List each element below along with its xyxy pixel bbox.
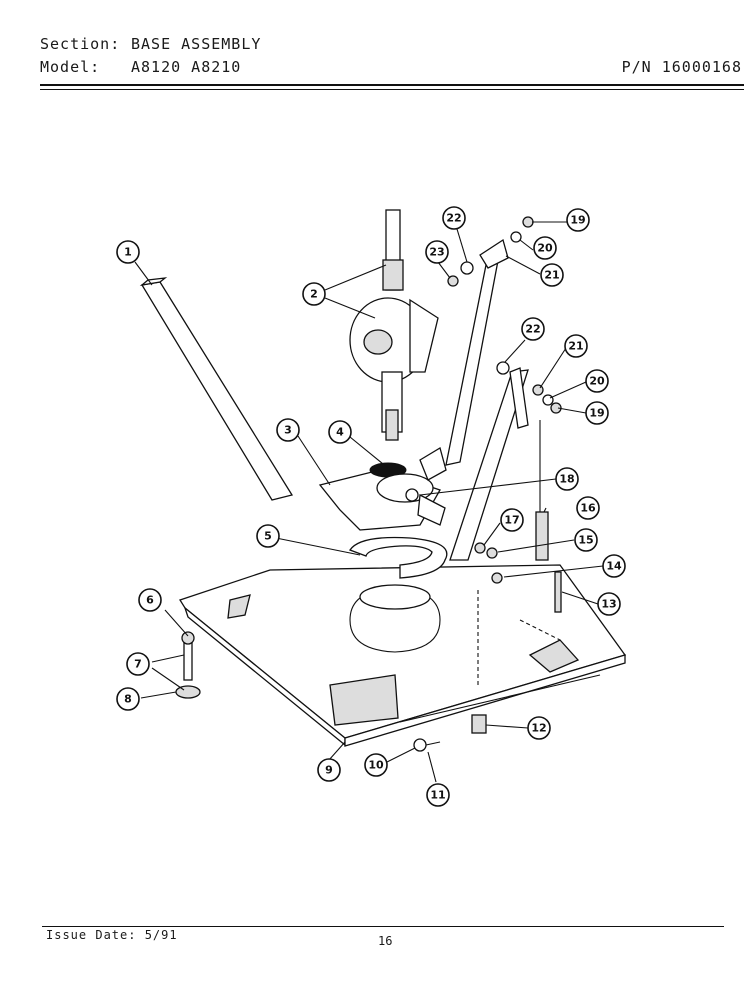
callout-19: 19 [566, 208, 590, 232]
svg-text:23: 23 [429, 246, 444, 259]
callout-20-lower: 20 [585, 369, 609, 393]
svg-text:1: 1 [124, 246, 132, 259]
part-fastener-14 [491, 572, 503, 584]
issue-date: Issue Date: 5/91 [46, 928, 178, 942]
svg-text:20: 20 [589, 375, 605, 388]
base-plate [179, 564, 627, 747]
svg-text:13: 13 [601, 598, 616, 611]
callout-16: 16 [576, 496, 600, 520]
svg-text:16: 16 [580, 502, 596, 515]
callout-18: 18 [555, 467, 579, 491]
callout-13: 13 [597, 592, 621, 616]
svg-text:17: 17 [504, 514, 519, 527]
model-value: A8120 A8210 [131, 58, 242, 76]
callout-12: 12 [527, 716, 551, 740]
leader-lines [134, 221, 604, 783]
callout-10: 10 [364, 753, 388, 777]
part-washer-upper [510, 231, 522, 243]
part-brace-right-upper [445, 238, 509, 466]
page-number: 16 [378, 934, 393, 948]
callout-8: 8 [116, 687, 140, 711]
header-rule-thin [40, 89, 744, 90]
svg-text:7: 7 [134, 658, 142, 671]
svg-text:12: 12 [531, 722, 546, 735]
callout-15: 15 [574, 528, 598, 552]
callout-22-lower: 22 [521, 317, 545, 341]
part-ring [349, 536, 448, 579]
svg-text:11: 11 [430, 789, 445, 802]
part-nut [471, 714, 487, 734]
callout-1: 1 [116, 240, 140, 264]
part-brace-right-lower [449, 361, 529, 561]
svg-text:4: 4 [336, 426, 344, 439]
part-leveling-leg [175, 631, 201, 699]
section-value: BASE ASSEMBLY [131, 35, 262, 53]
section-label: Section: [40, 35, 121, 53]
svg-text:5: 5 [264, 530, 272, 543]
callout-20: 20 [533, 236, 557, 260]
callout-2: 2 [302, 282, 326, 306]
part-bolt [554, 571, 562, 613]
part-pulley-assembly [318, 447, 447, 531]
callout-14: 14 [602, 554, 626, 578]
callout-6: 6 [138, 588, 162, 612]
header-rule [40, 84, 744, 86]
svg-text:18: 18 [559, 473, 574, 486]
callout-4: 4 [328, 420, 352, 444]
footer-rule [42, 926, 724, 927]
part-washer-22-upper [460, 261, 474, 275]
part-clip [413, 738, 427, 752]
callout-7: 7 [126, 652, 150, 676]
svg-text:19: 19 [589, 407, 604, 420]
part-fastener-15 [486, 547, 498, 559]
svg-text:22: 22 [446, 212, 461, 225]
svg-text:15: 15 [578, 534, 593, 547]
svg-text:10: 10 [368, 759, 384, 772]
callout-17: 17 [500, 508, 524, 532]
callout-21: 21 [540, 263, 564, 287]
svg-text:22: 22 [525, 323, 540, 336]
part-nut-lower [542, 394, 554, 406]
svg-text:2: 2 [310, 288, 318, 301]
part-fastener-17 [474, 542, 486, 554]
svg-text:9: 9 [325, 764, 333, 777]
svg-text:21: 21 [568, 340, 583, 353]
callout-11: 11 [426, 783, 450, 807]
part-screw-upper [447, 275, 459, 287]
callout-3: 3 [276, 418, 300, 442]
svg-text:14: 14 [606, 560, 622, 573]
callout-21-lower: 21 [564, 334, 588, 358]
callout-19-lower: 19 [585, 401, 609, 425]
svg-text:8: 8 [124, 693, 132, 706]
svg-text:21: 21 [544, 269, 559, 282]
part-nut-upper [522, 216, 534, 228]
svg-text:3: 3 [284, 424, 292, 437]
callout-23: 23 [425, 240, 449, 264]
callout-9: 9 [317, 758, 341, 782]
model-label: Model: [40, 58, 101, 76]
part-brace-left [139, 277, 294, 501]
svg-text:20: 20 [537, 242, 553, 255]
part-gearcase [349, 209, 439, 441]
callout-5: 5 [256, 524, 280, 548]
svg-text:19: 19 [570, 214, 585, 227]
callout-22: 22 [442, 206, 466, 230]
part-spring [535, 420, 549, 561]
svg-text:6: 6 [146, 594, 154, 607]
part-number: P/N 16000168 [621, 58, 742, 76]
